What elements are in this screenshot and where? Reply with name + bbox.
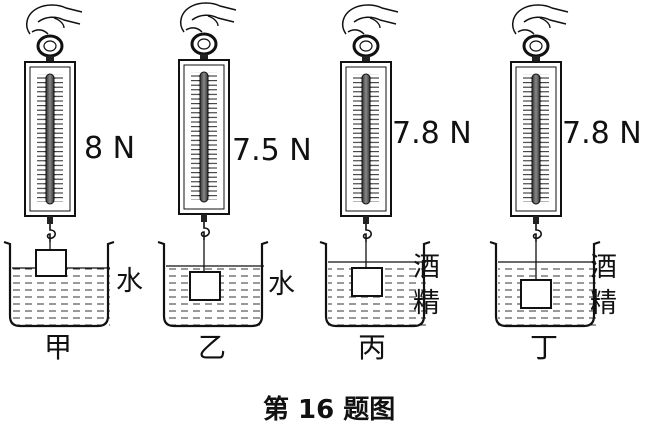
spring-scale-bing: [339, 3, 400, 244]
spring-scale-yi: [177, 1, 238, 242]
setup-name-ding: 丁: [530, 331, 558, 364]
reading-jia: 8 N: [84, 131, 135, 166]
setup-yi: 7.5 N 水 乙: [156, 1, 312, 364]
water-jia: [12, 268, 110, 326]
setup-name-yi: 乙: [198, 331, 226, 364]
reading-yi: 7.5 N: [232, 133, 312, 168]
block-jia: [35, 249, 67, 277]
setup-jia: 8 N 水 甲: [2, 3, 143, 364]
figure-caption: 第 16 题图: [263, 394, 395, 425]
reading-ding: 7.8 N: [562, 116, 642, 151]
spring-scale-ding: [509, 3, 570, 244]
block-ding: [520, 279, 552, 309]
reading-bing: 7.8 N: [392, 116, 472, 151]
liquid-label-ding-2: 精: [590, 288, 617, 319]
block-yi: [189, 271, 221, 301]
liquid-label-bing-1: 酒: [413, 252, 440, 283]
liquid-label-ding-1: 酒: [590, 252, 617, 283]
setup-name-bing: 丙: [358, 331, 386, 364]
setup-name-jia: 甲: [44, 331, 72, 364]
setup-bing: 7.8 N 酒 精 丙: [318, 3, 472, 364]
setup-ding: 7.8 N 酒 精 丁: [488, 3, 642, 364]
liquid-label-bing-2: 精: [413, 288, 440, 319]
liquid-label-yi: 水: [268, 269, 295, 300]
liquid-label-jia: 水: [116, 266, 143, 297]
spring-scale-jia: [23, 3, 84, 244]
block-bing: [351, 267, 383, 297]
